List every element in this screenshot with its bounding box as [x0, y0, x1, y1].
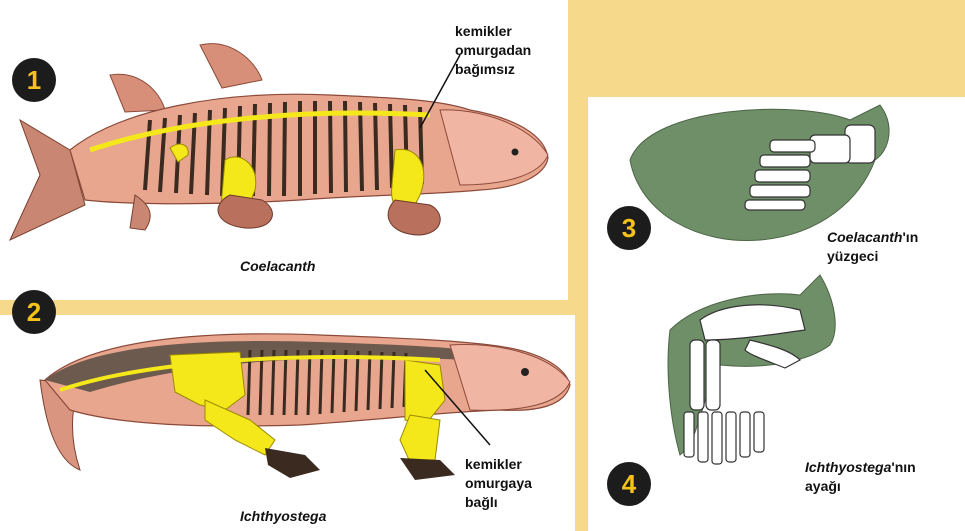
coelacanth-fin-illustration — [630, 105, 889, 241]
caption-suffix: 'ın — [902, 229, 918, 245]
caption-line: Ichthyostega'nın — [805, 458, 916, 477]
caption-coelacanth: Coelacanth — [240, 258, 315, 274]
number-badge-1: 1 — [12, 58, 56, 102]
ichthyostega-foot-illustration — [668, 275, 835, 464]
note-line: bağımsız — [455, 60, 531, 79]
caption-ichthyostega-foot: Ichthyostega'nın ayağı — [805, 458, 916, 496]
caption-line: Coelacanth'ın — [827, 228, 918, 247]
caption-coelacanth-fin: Coelacanth'ın yüzgeci — [827, 228, 918, 266]
note-bones-attached: kemikler omurgaya bağlı — [465, 455, 532, 512]
caption-species: Coelacanth — [827, 229, 902, 245]
note-line: omurgadan — [455, 41, 531, 60]
caption-ichthyostega: Ichthyostega — [240, 508, 326, 524]
note-line: kemikler — [455, 22, 531, 41]
number-badge-2: 2 — [12, 290, 56, 334]
note-line: bağlı — [465, 493, 532, 512]
note-bones-independent: kemikler omurgadan bağımsız — [455, 22, 531, 79]
note-line: kemikler — [465, 455, 532, 474]
caption-suffix: 'nın — [891, 459, 915, 475]
number-badge-3: 3 — [607, 206, 651, 250]
caption-species: Ichthyostega — [805, 459, 891, 475]
caption-line: yüzgeci — [827, 247, 918, 266]
caption-line: ayağı — [805, 477, 916, 496]
note-line: omurgaya — [465, 474, 532, 493]
number-badge-4: 4 — [607, 462, 651, 506]
